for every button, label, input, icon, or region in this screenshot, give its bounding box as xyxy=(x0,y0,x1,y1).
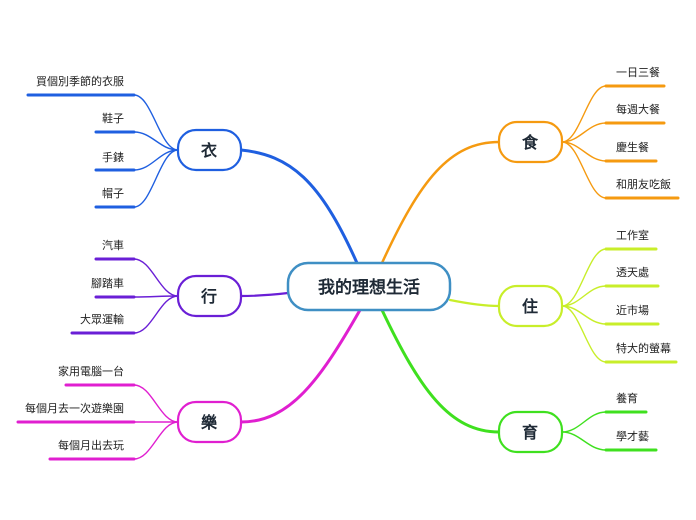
connector-transport-leaf-0 xyxy=(133,258,179,297)
connector-center-food xyxy=(380,140,501,265)
connector-food-leaf-0 xyxy=(561,85,607,143)
branch-housing-label: 住 xyxy=(522,297,538,316)
branch-clothing-box[interactable] xyxy=(176,128,243,172)
leaf-housing-0[interactable]: 工作室 xyxy=(616,228,649,242)
connector-transport-leaf-1 xyxy=(133,295,179,298)
branch-fun[interactable]: 樂 xyxy=(176,400,243,444)
branch-transport[interactable]: 行 xyxy=(176,274,243,318)
branch-food[interactable]: 食 xyxy=(497,120,564,164)
leaf-food-0[interactable]: 一日三餐 xyxy=(616,65,660,79)
connector-fun-leaf-2 xyxy=(133,421,179,460)
connector-center-clothing xyxy=(239,148,359,265)
connector-clothing-leaf-3 xyxy=(133,149,179,208)
connector-housing-leaf-3 xyxy=(561,305,607,363)
branch-housing-box[interactable] xyxy=(497,284,564,328)
branch-food-label: 食 xyxy=(521,133,539,152)
connector-clothing-leaf-0 xyxy=(133,94,179,151)
leaf-education-0[interactable]: 養育 xyxy=(616,391,638,405)
branch-fun-box[interactable] xyxy=(176,400,243,444)
leaf-transport-0[interactable]: 汽車 xyxy=(102,238,124,252)
leaf-clothing-1[interactable]: 鞋子 xyxy=(102,111,124,125)
leaf-food-2[interactable]: 慶生餐 xyxy=(616,140,649,154)
connector-food-leaf-3 xyxy=(561,141,607,199)
connector-education-leaf-1 xyxy=(561,431,607,451)
branch-transport-label: 行 xyxy=(200,287,217,306)
leaf-housing-2[interactable]: 近市場 xyxy=(616,303,649,317)
branch-fun-label: 樂 xyxy=(200,413,218,432)
central-topic[interactable]: 我的理想生活 xyxy=(286,261,452,312)
branch-clothing-label: 衣 xyxy=(201,141,217,160)
leaf-food-3[interactable]: 和朋友吃飯 xyxy=(616,177,671,191)
central-topic-label: 我的理想生活 xyxy=(318,277,420,298)
leaf-fun-1[interactable]: 每個月去一次遊樂園 xyxy=(25,401,124,415)
connector-fun-leaf-0 xyxy=(133,384,179,423)
central-topic-box[interactable] xyxy=(286,261,452,312)
leaf-clothing-3[interactable]: 帽子 xyxy=(102,187,124,200)
leaf-transport-2[interactable]: 大眾運輸 xyxy=(80,312,124,326)
branch-food-box[interactable] xyxy=(497,120,564,164)
branch-housing[interactable]: 住 xyxy=(497,284,564,328)
branch-education[interactable]: 育 xyxy=(497,410,564,454)
connector-housing-leaf-0 xyxy=(561,248,607,307)
connector-layer xyxy=(16,84,680,461)
leaf-fun-0[interactable]: 家用電腦一台 xyxy=(58,364,124,378)
connector-transport-leaf-2 xyxy=(133,295,179,334)
connector-education-leaf-0 xyxy=(561,411,607,433)
connector-center-education xyxy=(380,308,501,434)
branch-transport-box[interactable] xyxy=(176,274,243,318)
leaf-transport-1[interactable]: 腳踏車 xyxy=(91,276,124,290)
branch-education-label: 育 xyxy=(522,423,538,442)
leaf-food-1[interactable]: 每週大餐 xyxy=(616,102,660,116)
connector-housing-leaf-1 xyxy=(561,285,607,307)
leaf-clothing-2[interactable]: 手錶 xyxy=(102,150,124,164)
leaf-education-1[interactable]: 學才藝 xyxy=(616,429,649,443)
connector-center-transport xyxy=(239,291,290,298)
connector-clothing-leaf-1 xyxy=(133,131,179,151)
leaf-housing-1[interactable]: 透天處 xyxy=(616,265,649,279)
leaf-housing-3[interactable]: 特大的螢幕 xyxy=(616,341,671,355)
branch-education-box[interactable] xyxy=(497,410,564,454)
leaf-fun-2[interactable]: 每個月出去玩 xyxy=(58,438,124,452)
connector-food-leaf-1 xyxy=(561,122,607,143)
leaf-clothing-0[interactable]: 買個別季節的衣服 xyxy=(36,74,124,88)
connector-center-fun xyxy=(239,308,362,424)
connector-center-housing xyxy=(448,298,501,308)
branch-clothing[interactable]: 衣 xyxy=(176,128,243,172)
